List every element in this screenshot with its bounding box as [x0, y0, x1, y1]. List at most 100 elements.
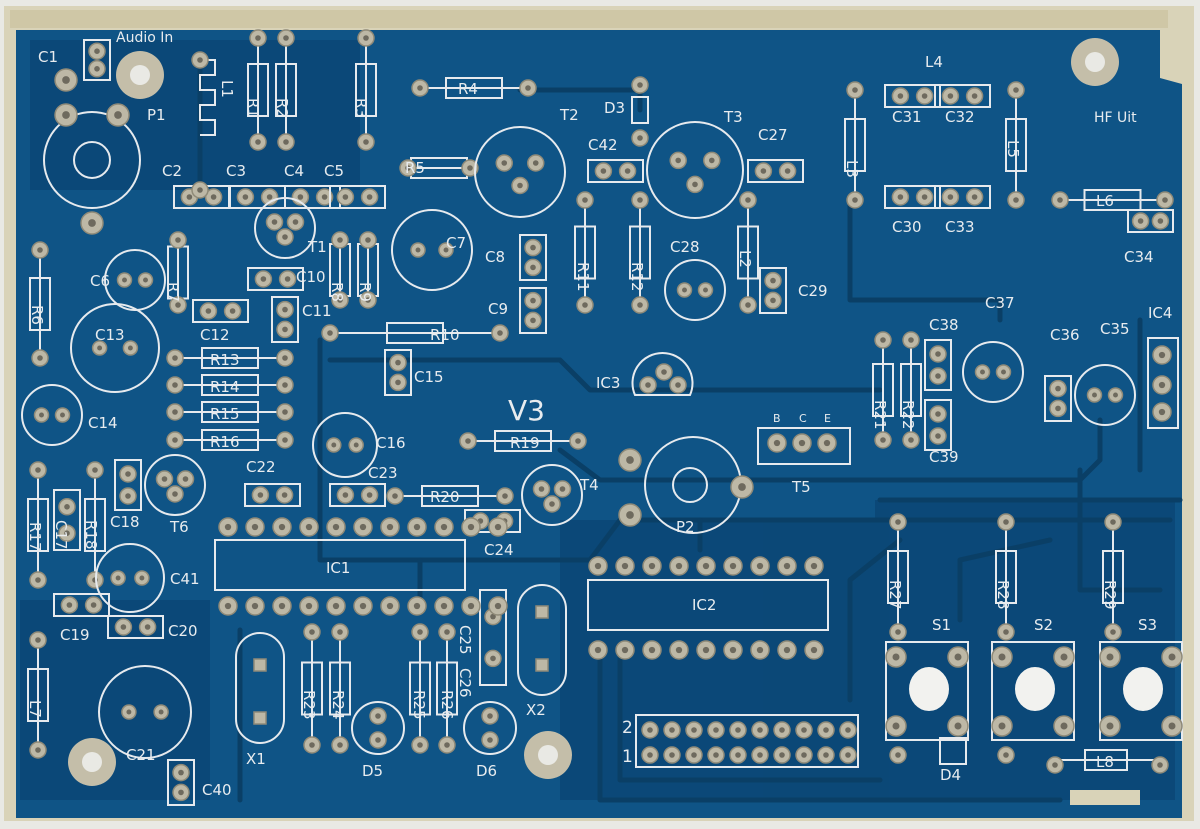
ref-c39: C39	[929, 448, 959, 466]
pad-hole	[443, 247, 449, 253]
pad-hole	[1157, 762, 1163, 768]
pad-hole	[494, 523, 502, 531]
ref-c28: C28	[670, 238, 700, 256]
square-pad	[535, 658, 549, 672]
capacitor-outline	[479, 589, 507, 686]
pad-hole	[321, 194, 328, 200]
pad-hole	[365, 237, 371, 243]
resistor-body	[409, 661, 431, 716]
pad-hole	[266, 194, 273, 200]
resistor-body	[386, 322, 444, 344]
ref-c33: C33	[945, 218, 975, 236]
capacitor-outline	[329, 483, 386, 507]
pad-hole	[172, 409, 178, 415]
ref-l1: L1	[218, 80, 236, 98]
pad-hole	[845, 752, 851, 758]
pad-hole	[271, 219, 278, 225]
pad-hole	[783, 646, 791, 654]
ref-r9: R9	[356, 282, 374, 302]
pad-hole	[375, 713, 381, 719]
pad-hole	[467, 602, 475, 610]
pad-hole	[1057, 197, 1063, 203]
pad-hole	[532, 160, 539, 166]
ref-c34: C34	[1124, 248, 1154, 266]
resistor-body	[1005, 118, 1027, 172]
pad-hole	[647, 727, 653, 733]
ref-ic1: IC1	[326, 559, 350, 577]
ref-c42: C42	[588, 136, 618, 154]
label-version: V3	[508, 394, 545, 427]
diode-outline	[463, 701, 517, 755]
capacitor-outline	[884, 84, 941, 108]
ref-t6: T6	[169, 518, 189, 536]
square-pad	[253, 711, 267, 725]
pad-hole	[309, 742, 315, 748]
pad-hole	[892, 653, 900, 661]
diode-outline	[351, 701, 405, 755]
ref-x1: X1	[246, 750, 266, 768]
pad-hole	[954, 653, 962, 661]
pad-hole	[224, 523, 232, 531]
pad-hole	[1162, 197, 1168, 203]
pad-hole	[823, 439, 831, 447]
pad-hole	[1106, 722, 1114, 730]
pad-hole	[197, 57, 203, 63]
capacitor-outline	[247, 267, 304, 291]
pad-hole	[823, 727, 829, 733]
ref-r7: R7	[164, 282, 182, 302]
pad-hole	[440, 523, 448, 531]
ref-c21: C21	[126, 746, 156, 764]
pad-hole	[144, 624, 151, 630]
pad-hole	[282, 382, 288, 388]
pad-hole	[175, 302, 181, 308]
pad-hole	[1092, 392, 1097, 398]
ref-r14: R14	[210, 378, 240, 396]
ref-d6: D6	[476, 762, 497, 780]
ref-t1: T1	[307, 238, 327, 256]
pad-hole	[490, 613, 496, 620]
ref-ic3: IC3	[596, 374, 620, 392]
ref-l7: L7	[26, 700, 44, 718]
pad-hole	[648, 562, 656, 570]
pad-hole	[395, 379, 401, 386]
electrolytic-outline	[312, 412, 378, 478]
ref-t3: T3	[723, 108, 743, 126]
switch-window	[1015, 667, 1055, 711]
pad-hole	[675, 562, 683, 570]
x2-outline	[517, 584, 567, 696]
pad-hole	[125, 471, 131, 477]
ref-s1: S1	[932, 616, 951, 634]
pad-hole	[64, 530, 70, 536]
header-pin-label-1: 1	[622, 747, 633, 767]
pad-hole	[375, 737, 381, 743]
pad-hole	[337, 629, 343, 635]
pad-hole	[88, 219, 96, 227]
ref-r19: R19	[510, 434, 540, 452]
ref-c14: C14	[88, 414, 118, 432]
pad-hole	[62, 76, 70, 84]
electrolytic-outline	[391, 209, 473, 291]
pad-hole	[582, 302, 588, 308]
electrolytic-outline	[1074, 364, 1136, 426]
ref-ic4: IC4	[1148, 304, 1172, 322]
pad-hole	[691, 752, 697, 758]
capacitor-outline	[244, 483, 301, 507]
pad-hole	[637, 302, 643, 308]
ref-x2: X2	[526, 701, 546, 719]
pad-hole	[1060, 653, 1068, 661]
pad-hole	[337, 237, 343, 243]
ref-r8: R8	[328, 282, 346, 302]
pad-hole	[359, 602, 367, 610]
pad-hole	[127, 345, 133, 351]
pad-hole	[530, 264, 536, 271]
resistor-body	[1083, 189, 1142, 211]
resistor-body	[27, 668, 49, 722]
pad-hole	[1055, 405, 1061, 412]
ref-c23: C23	[368, 464, 398, 482]
ref-c16: C16	[376, 434, 406, 452]
pad-hole	[582, 197, 588, 203]
ref-c3: C3	[226, 162, 246, 180]
pad-hole	[971, 93, 978, 99]
resistor-body	[201, 429, 259, 451]
